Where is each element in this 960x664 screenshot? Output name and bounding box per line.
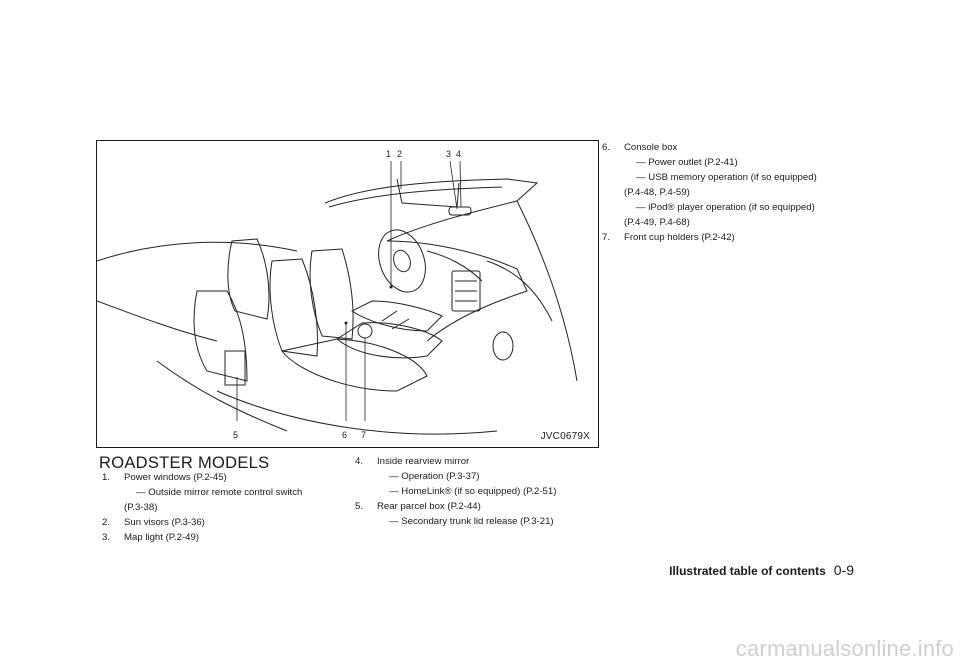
list-item-5: 5. Rear parcel box (P.2-44) — Secondary …	[355, 499, 605, 529]
homelink-text: — HomeLink® (if so equipped) (P.2-51)	[389, 486, 557, 497]
callout-4: 4	[456, 149, 462, 159]
item-sub: — Secondary trunk lid release (P.3-21)	[389, 516, 554, 527]
list-item-6: 6. Console box — Power outlet (P.2-41) —…	[602, 140, 862, 230]
callout-5: 5	[233, 430, 239, 440]
item-sub-cont: (P.4-48, P.4-59)	[624, 187, 690, 198]
item-number: 3.	[102, 532, 111, 543]
page-number: 0-9	[833, 562, 854, 578]
item-label: Power windows (P.2-45)	[124, 472, 227, 483]
item-number: 5.	[355, 501, 364, 512]
callout-1: 1	[386, 149, 392, 159]
list-item-2: 2. Sun visors (P.3-36)	[102, 515, 352, 530]
callout-7: 7	[361, 430, 367, 440]
item-list-col2: 4. Inside rearview mirror — Operation (P…	[355, 454, 605, 529]
car-interior-drawing	[97, 160, 578, 435]
item-sub-cont: (P.3-38)	[124, 502, 158, 513]
item-label: Inside rearview mirror	[377, 456, 470, 467]
figure-code: JVC0679X	[540, 431, 590, 442]
callout-3: 3	[446, 149, 452, 159]
footer-title: Illustrated table of contents	[669, 564, 826, 578]
list-item-1: 1. Power windows (P.2-45) — Outside mirr…	[102, 470, 352, 515]
item-sub-cont: (P.4-49, P.4-68)	[624, 217, 690, 228]
item-sub: — Outside mirror remote control switch	[136, 487, 303, 498]
watermark: carmanualsonline.info	[735, 636, 954, 661]
item-sub: — Power outlet (P.2-41)	[636, 157, 738, 168]
item-number: 6.	[602, 142, 611, 153]
item-number: 4.	[355, 456, 364, 467]
item-number: 1.	[102, 472, 111, 483]
list-item-7: 7. Front cup holders (P.2-42)	[602, 230, 862, 245]
item-list-col3: 6. Console box — Power outlet (P.2-41) —…	[602, 140, 862, 245]
item-label: Sun visors (P.3-36)	[124, 517, 205, 528]
item-number: 7.	[602, 232, 611, 243]
list-item-3: 3. Map light (P.2-49)	[102, 530, 352, 545]
item-label: Console box	[624, 142, 678, 153]
item-list-col1: 1. Power windows (P.2-45) — Outside mirr…	[102, 470, 352, 545]
item-label: Map light (P.2-49)	[124, 532, 200, 543]
section-title: ROADSTER MODELS	[99, 454, 270, 472]
item-label: Rear parcel box (P.2-44)	[377, 501, 481, 512]
item-sub: — HomeLink® (if so equipped) (P.2-51)	[377, 484, 605, 499]
list-item-4: 4. Inside rearview mirror — Operation (P…	[355, 454, 605, 499]
item-label: Front cup holders (P.2-42)	[624, 232, 735, 243]
item-sub: — Operation (P.3-37)	[389, 471, 480, 482]
interior-illustration: 1 2 3 4 5 6 7 JVC0679X	[96, 140, 599, 448]
callout-2: 2	[397, 149, 403, 159]
item-sub: — iPod® player operation (if so equipped…	[636, 202, 815, 213]
callout-6: 6	[342, 430, 348, 440]
item-sub: — USB memory operation (if so equipped)	[636, 172, 817, 183]
item-number: 2.	[102, 517, 111, 528]
page-footer: Illustrated table of contents 0-9	[669, 562, 854, 578]
